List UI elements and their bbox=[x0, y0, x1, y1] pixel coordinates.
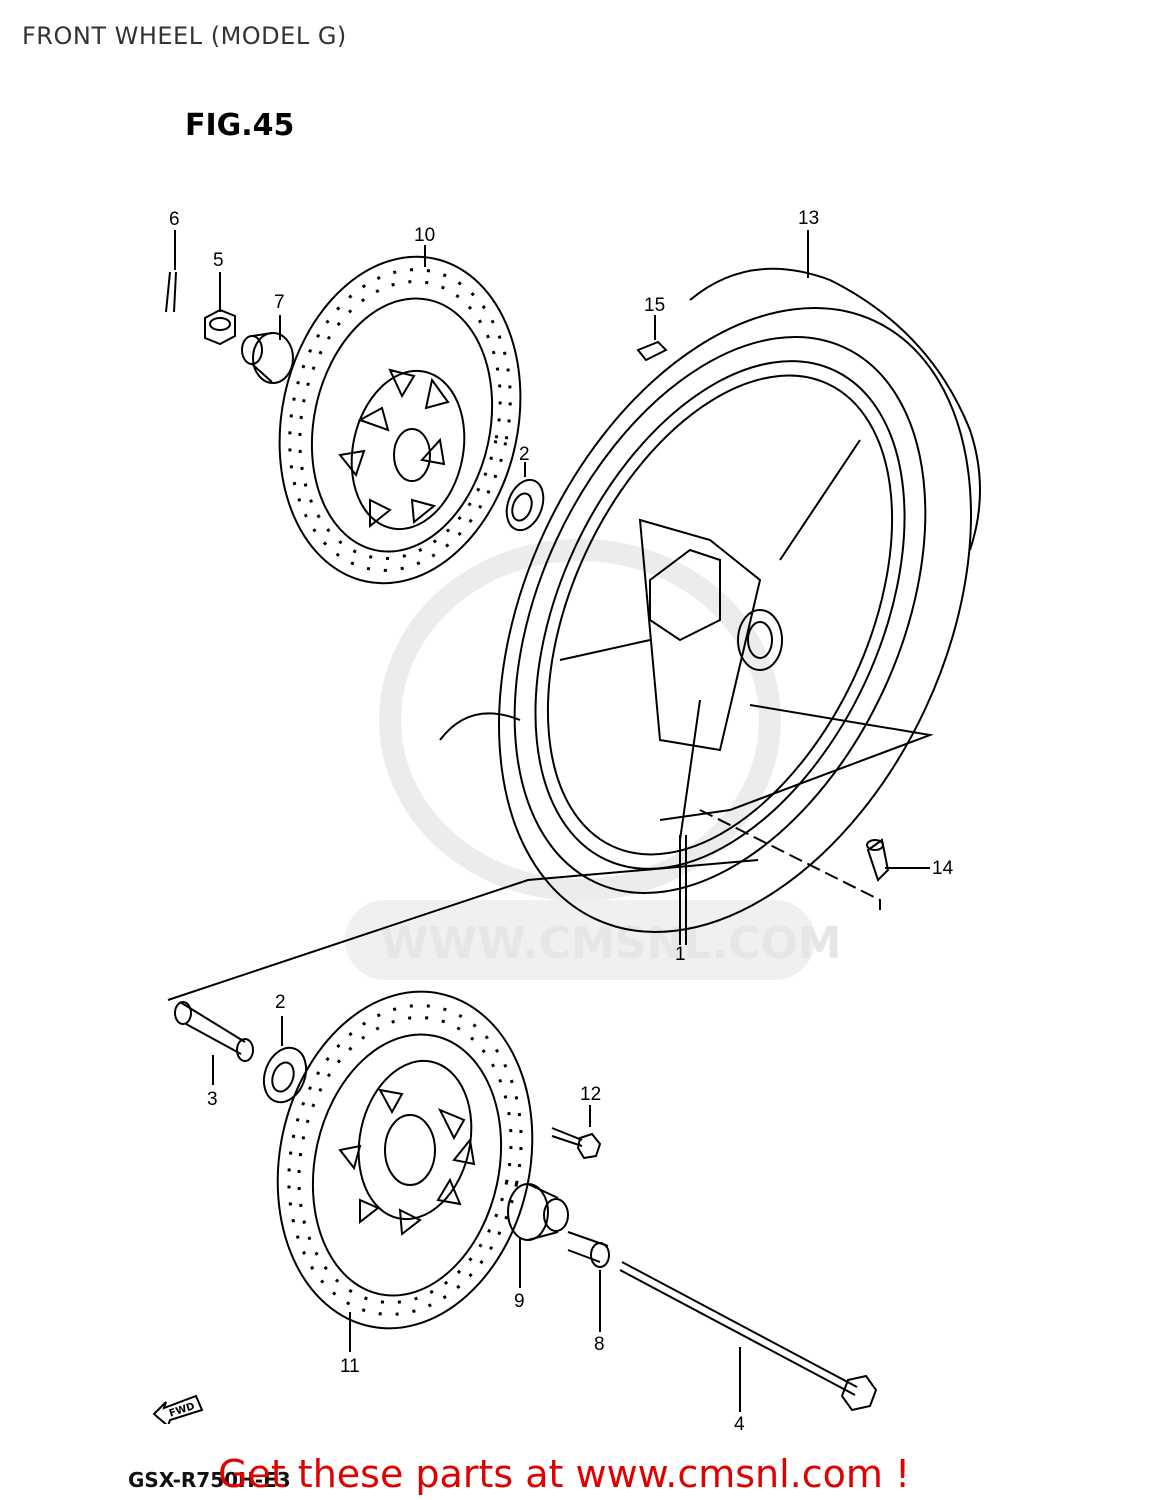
callout-15: 15 bbox=[644, 295, 665, 316]
callout-labels: 1 2 2 3 4 5 6 7 8 9 10 11 12 13 14 15 bbox=[169, 208, 954, 1435]
callout-11: 11 bbox=[340, 1356, 360, 1377]
model-code: GSX-R750H-E3 bbox=[128, 1468, 291, 1492]
disc-bolt bbox=[551, 1127, 602, 1160]
callout-8: 8 bbox=[594, 1334, 605, 1355]
callout-10: 10 bbox=[414, 225, 435, 246]
air-valve bbox=[866, 838, 890, 882]
callout-2-upper: 2 bbox=[519, 444, 530, 465]
front-axle bbox=[619, 1261, 878, 1412]
collar bbox=[507, 1183, 569, 1241]
bearing-upper bbox=[505, 478, 545, 532]
callout-4: 4 bbox=[734, 1414, 745, 1435]
callout-14: 14 bbox=[932, 858, 954, 879]
spacer-upper bbox=[241, 332, 294, 384]
front-wheel bbox=[439, 267, 981, 933]
spacer-lower bbox=[567, 1231, 610, 1268]
brake-disc-lower bbox=[276, 990, 534, 1330]
bearing-lower bbox=[262, 1046, 308, 1104]
callout-7: 7 bbox=[274, 292, 285, 313]
figure-label: FIG.45 bbox=[185, 108, 295, 143]
balance-weight bbox=[636, 340, 668, 362]
callout-3: 3 bbox=[207, 1089, 218, 1110]
cotter-pin bbox=[165, 271, 177, 313]
callout-1: 1 bbox=[675, 944, 686, 965]
callout-9: 9 bbox=[514, 1291, 525, 1312]
promo-banner[interactable]: Get these parts at www.cmsnl.com ! bbox=[218, 1452, 911, 1496]
forward-arrow-icon: FWD bbox=[152, 1394, 204, 1424]
callout-6: 6 bbox=[169, 209, 180, 230]
callout-13: 13 bbox=[798, 208, 819, 229]
watermark: WWW.CMSNL.COM bbox=[345, 539, 842, 980]
brake-disc-upper bbox=[278, 255, 522, 585]
spacer-tube bbox=[174, 1001, 254, 1062]
callout-2-lower: 2 bbox=[275, 992, 286, 1013]
watermark-text: WWW.CMSNL.COM bbox=[380, 918, 842, 969]
callout-5: 5 bbox=[213, 250, 224, 271]
axle-nut bbox=[204, 308, 236, 346]
callout-12: 12 bbox=[580, 1084, 601, 1105]
page-title: FRONT WHEEL (MODEL G) bbox=[22, 22, 347, 50]
